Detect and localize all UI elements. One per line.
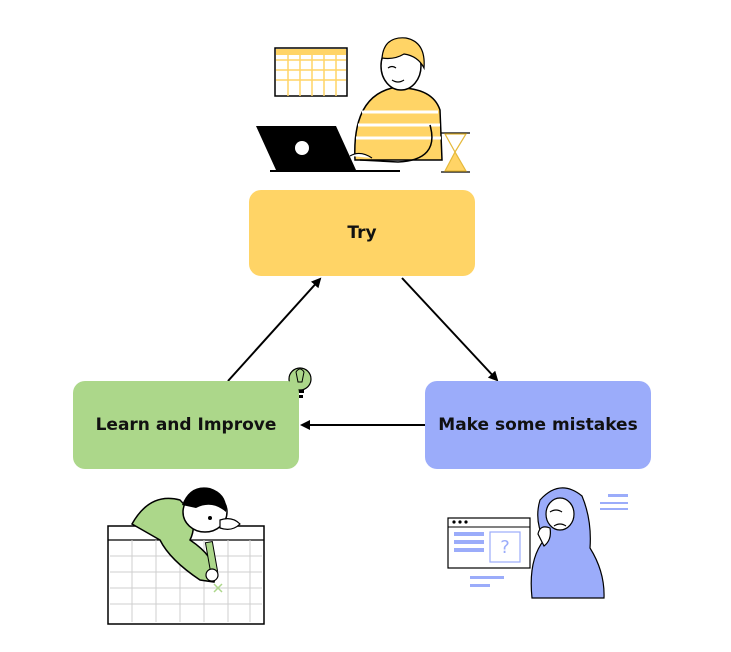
person-on-calendar-illustration bbox=[107, 487, 265, 625]
svg-text:?: ? bbox=[500, 537, 510, 558]
node-learn-label: Learn and Improve bbox=[95, 415, 277, 435]
node-learn-and-improve: Learn and Improve bbox=[73, 381, 299, 469]
person-thinking-illustration: ? bbox=[447, 487, 628, 599]
node-make-some-mistakes: Make some mistakes bbox=[425, 381, 651, 469]
hourglass-icon bbox=[441, 132, 470, 173]
arrow-learn-to-try bbox=[227, 277, 322, 382]
node-try: Try bbox=[249, 190, 475, 276]
person-at-laptop-illustration bbox=[256, 37, 470, 173]
node-mistakes-label: Make some mistakes bbox=[438, 415, 638, 435]
browser-window-icon: ? bbox=[447, 517, 531, 569]
arrow-try-to-mistakes bbox=[401, 277, 499, 382]
node-try-label: Try bbox=[347, 223, 377, 243]
calendar-icon bbox=[274, 47, 348, 97]
